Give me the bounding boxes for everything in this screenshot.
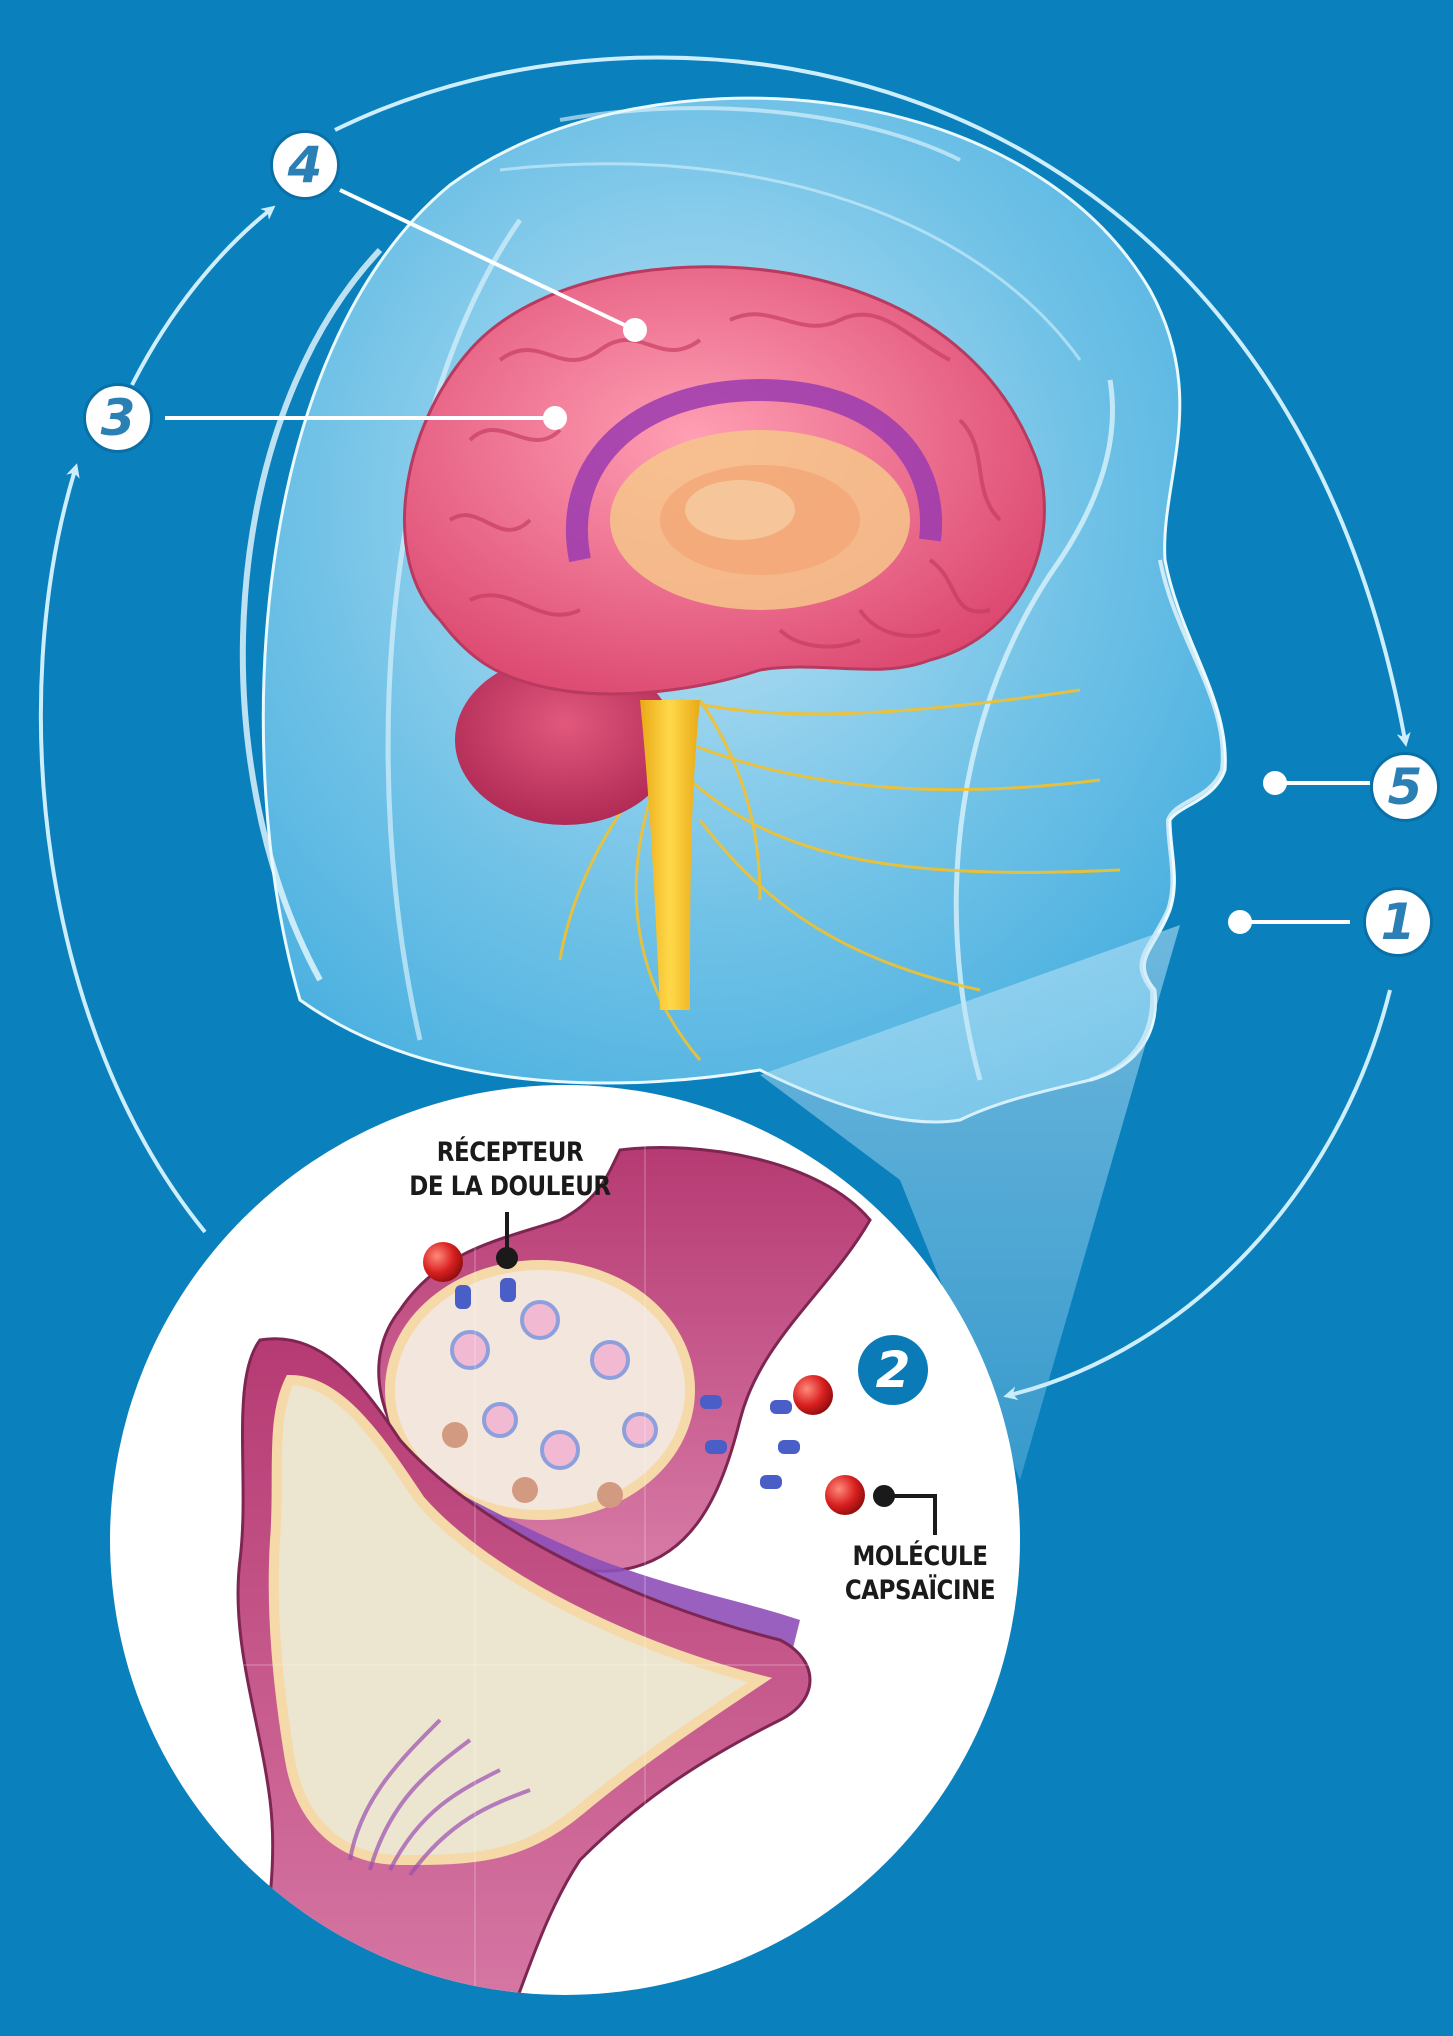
capsaicin-molecule-label-line-1: MOLÉCULE [831, 1540, 1010, 1574]
capsaicin-molecule-label-line-2: CAPSAÏCINE [831, 1574, 1010, 1608]
step-badge-4: 4 [270, 130, 340, 200]
capsaicin-molecule-label: MOLÉCULE CAPSAÏCINE [831, 1540, 1010, 1608]
step-badge-5: 5 [1370, 752, 1440, 822]
pain-receptor-icon [498, 1249, 516, 1267]
pain-receptor-label-line-1: RÉCEPTEUR [400, 1136, 621, 1170]
capsaicin-molecule-icon [825, 1475, 865, 1515]
pain-receptor-label: RÉCEPTEUR DE LA DOULEUR [400, 1136, 621, 1204]
capsaicin-molecule-icon [793, 1375, 833, 1415]
pain-receptor-label-line-2: DE LA DOULEUR [400, 1170, 621, 1204]
step-badge-1: 1 [1363, 887, 1433, 957]
step-badge-2: 2 [858, 1335, 928, 1405]
step-badge-3: 3 [83, 383, 153, 453]
capsaicin-molecule-icon [423, 1242, 463, 1282]
